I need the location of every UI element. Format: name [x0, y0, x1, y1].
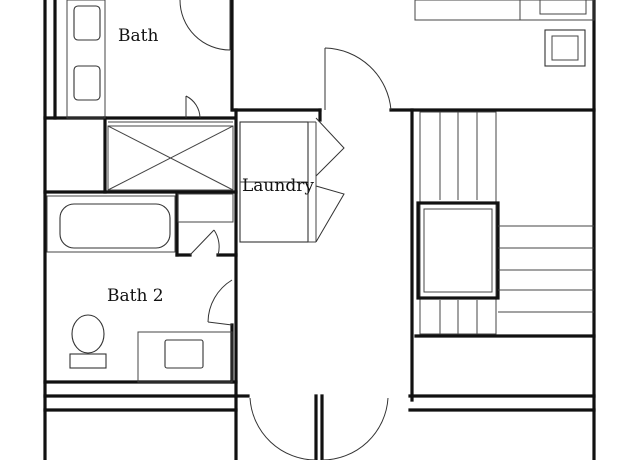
walls — [43, 0, 596, 460]
bath-fixtures — [66, 0, 106, 119]
bathtub-icon — [59, 203, 171, 249]
nightstand — [544, 29, 586, 67]
sink-icon — [164, 339, 204, 369]
bathtub — [46, 195, 176, 253]
laundry-machines — [239, 121, 317, 243]
sink-icon — [73, 5, 101, 41]
top-right-furniture — [414, 0, 595, 67]
sink-icon — [73, 65, 101, 101]
toilet-icon — [71, 314, 105, 354]
room-label-laundry: Laundry — [242, 176, 314, 196]
staircase — [416, 111, 594, 335]
bath2-fixtures — [69, 193, 234, 383]
room-label-bath-2: Bath 2 — [107, 286, 164, 306]
doors — [179, 0, 392, 460]
shower — [107, 121, 234, 191]
vanity — [137, 331, 233, 383]
room-label-bath: Bath — [118, 26, 159, 46]
toilet-tank-icon — [69, 353, 107, 369]
